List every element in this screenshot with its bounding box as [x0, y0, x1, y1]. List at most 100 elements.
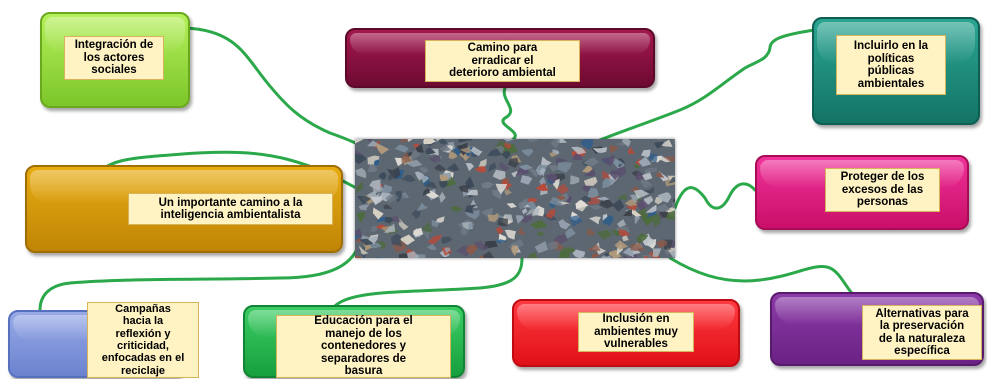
- can-fragment: [515, 215, 525, 224]
- link-proteger: [673, 182, 757, 210]
- can-fragment: [518, 227, 526, 236]
- can-fragment: [539, 167, 546, 177]
- can-fragment: [376, 216, 387, 223]
- can-fragment: [615, 142, 632, 146]
- can-fragment: [502, 179, 513, 191]
- can-fragment: [669, 250, 675, 258]
- can-fragment: [507, 157, 519, 168]
- node-educacion-label: Educación para el manejo de los contened…: [276, 315, 451, 378]
- can-fragment: [579, 139, 594, 150]
- can-fragment: [657, 139, 663, 141]
- can-fragment: [488, 162, 497, 172]
- can-fragment: [589, 216, 601, 225]
- can-fragment: [418, 167, 429, 174]
- can-fragment: [643, 255, 650, 258]
- can-fragment: [592, 147, 608, 153]
- can-fragment: [587, 187, 599, 198]
- can-fragment: [635, 199, 650, 211]
- can-fragment: [638, 156, 652, 167]
- crushed-cans-texture: [355, 139, 675, 258]
- can-fragment: [623, 254, 629, 258]
- can-fragment: [636, 233, 649, 243]
- can-fragment: [545, 208, 556, 219]
- can-fragment: [439, 191, 446, 203]
- can-fragment: [492, 169, 506, 180]
- can-fragment: [599, 199, 615, 209]
- can-fragment: [384, 223, 396, 233]
- can-fragment: [400, 174, 416, 183]
- can-fragment: [556, 195, 567, 201]
- can-fragment: [569, 175, 580, 185]
- can-fragment: [624, 199, 641, 208]
- can-fragment: [515, 168, 530, 177]
- can-fragment: [435, 216, 445, 223]
- can-fragment: [550, 139, 560, 149]
- can-fragment: [617, 219, 627, 228]
- can-fragment: [549, 196, 564, 206]
- can-fragment: [641, 149, 651, 158]
- can-fragment: [411, 208, 421, 220]
- can-fragment: [583, 176, 598, 186]
- can-fragment: [438, 139, 449, 145]
- can-fragment: [369, 235, 378, 245]
- can-fragment: [496, 145, 505, 155]
- can-fragment: [659, 171, 670, 182]
- can-fragment: [355, 181, 364, 194]
- can-fragment: [483, 251, 494, 258]
- link-camino: [501, 86, 517, 142]
- can-fragment: [358, 245, 369, 255]
- can-fragment: [557, 162, 573, 173]
- can-fragment: [562, 247, 577, 254]
- can-fragment: [373, 159, 380, 167]
- can-fragment: [519, 213, 533, 224]
- can-fragment: [388, 174, 396, 181]
- can-fragment: [587, 195, 600, 205]
- can-fragment: [355, 255, 362, 258]
- can-fragment: [580, 195, 592, 202]
- can-fragment: [536, 231, 546, 237]
- can-fragment: [644, 167, 657, 175]
- can-fragment: [398, 218, 409, 231]
- can-fragment: [558, 249, 571, 258]
- can-fragment: [650, 213, 663, 224]
- can-fragment: [420, 230, 431, 240]
- can-fragment: [525, 207, 540, 217]
- can-fragment: [627, 147, 636, 155]
- can-fragment: [640, 180, 653, 189]
- can-fragment: [575, 199, 589, 209]
- can-fragment: [439, 145, 452, 152]
- node-inclusion-label: Inclusión en ambientes muy vulnerables: [578, 312, 694, 352]
- can-fragment: [630, 243, 645, 251]
- can-fragment: [591, 252, 600, 258]
- can-fragment: [629, 139, 633, 140]
- can-fragment: [582, 165, 593, 173]
- can-fragment: [355, 167, 367, 179]
- can-fragment: [375, 143, 390, 155]
- can-fragment: [547, 164, 559, 172]
- can-fragment: [405, 159, 423, 168]
- node-incluirlo-label: Incluirlo en la políticas públicas ambie…: [836, 35, 946, 95]
- can-fragment: [555, 183, 570, 195]
- can-fragment: [665, 210, 675, 221]
- can-fragment: [528, 168, 539, 178]
- can-fragment: [635, 158, 641, 165]
- can-fragment: [495, 239, 508, 244]
- can-fragment: [510, 245, 519, 257]
- can-fragment: [410, 150, 421, 161]
- can-fragment: [637, 208, 647, 218]
- can-fragment: [596, 229, 613, 240]
- can-fragment: [427, 234, 443, 245]
- can-fragment: [601, 154, 615, 167]
- can-fragment: [465, 244, 478, 256]
- can-fragment: [394, 144, 409, 153]
- can-fragment: [583, 157, 599, 167]
- can-fragment: [660, 156, 672, 163]
- can-fragment: [617, 165, 627, 178]
- can-fragment: [633, 163, 640, 169]
- can-fragment: [625, 205, 637, 211]
- can-fragment: [495, 183, 508, 195]
- can-fragment: [372, 207, 384, 220]
- can-fragment: [504, 188, 512, 196]
- can-fragment: [530, 219, 548, 229]
